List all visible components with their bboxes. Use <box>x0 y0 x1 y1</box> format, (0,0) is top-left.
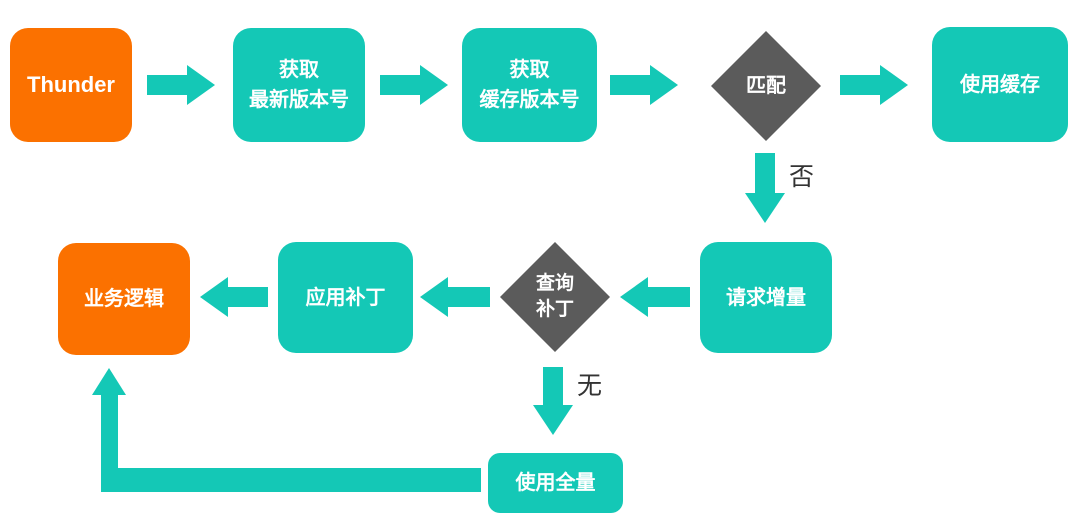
decision-query-patch: 查询 补丁 <box>500 242 610 352</box>
edge-label-none: 无 <box>577 372 603 400</box>
arrow-up-icon <box>92 368 126 395</box>
node-request-delta: 请求增量 <box>700 242 832 353</box>
decision-match: 匹配 <box>711 31 821 141</box>
arrow-left-icon <box>200 277 268 317</box>
arrow-right-icon <box>840 65 908 105</box>
node-get-latest-version: 获取 最新版本号 <box>233 28 365 142</box>
node-get-cache-version: 获取 缓存版本号 <box>462 28 597 142</box>
node-business-logic: 业务逻辑 <box>58 243 190 355</box>
arrow-left-icon <box>620 277 690 317</box>
arrow-down-icon <box>533 367 573 435</box>
arrow-down-icon <box>745 153 785 223</box>
node-use-cache: 使用缓存 <box>932 27 1068 142</box>
arrow-right-icon <box>147 65 215 105</box>
node-apply-patch: 应用补丁 <box>278 242 413 353</box>
connector-line <box>101 468 481 492</box>
arrow-right-icon <box>380 65 448 105</box>
arrow-right-icon <box>610 65 678 105</box>
node-use-full: 使用全量 <box>488 453 623 513</box>
connector-line <box>101 394 118 492</box>
arrow-left-icon <box>420 277 490 317</box>
edge-label-no: 否 <box>789 163 815 191</box>
node-thunder: Thunder <box>10 28 132 142</box>
